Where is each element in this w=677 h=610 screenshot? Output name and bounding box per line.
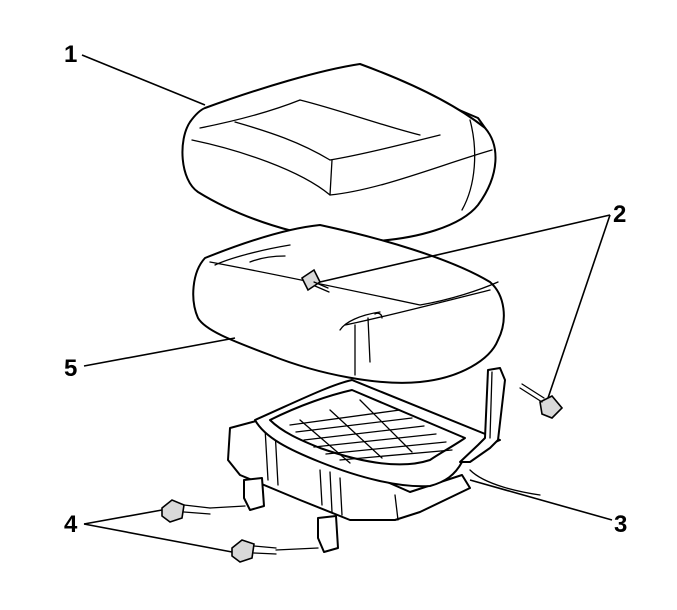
floor-brackets [243, 477, 339, 553]
callout-4: 4 [64, 511, 78, 538]
callout-5: 5 [64, 355, 77, 382]
leader-5 [83, 337, 236, 367]
callouts: 1 2 3 4 5 [64, 41, 627, 538]
callout-3: 3 [614, 511, 627, 538]
leader-3 [469, 479, 613, 521]
callout-2: 2 [613, 201, 626, 228]
callout-1: 1 [64, 41, 77, 68]
seat-frame [227, 367, 541, 521]
leader-2a [319, 214, 611, 283]
leader-1 [81, 54, 206, 106]
seat-cushion-cover [181, 63, 497, 243]
leader-4b [83, 523, 233, 553]
leader-4a [83, 509, 163, 525]
leader-2b [547, 214, 611, 399]
bolt-frame-rear [231, 539, 319, 563]
seat-frame-grid [289, 399, 453, 464]
leader-lines [81, 54, 613, 553]
bolt-frame-front [161, 499, 246, 523]
bolt-cushion-rear [519, 383, 564, 419]
seat-cushion-pad [192, 224, 505, 384]
